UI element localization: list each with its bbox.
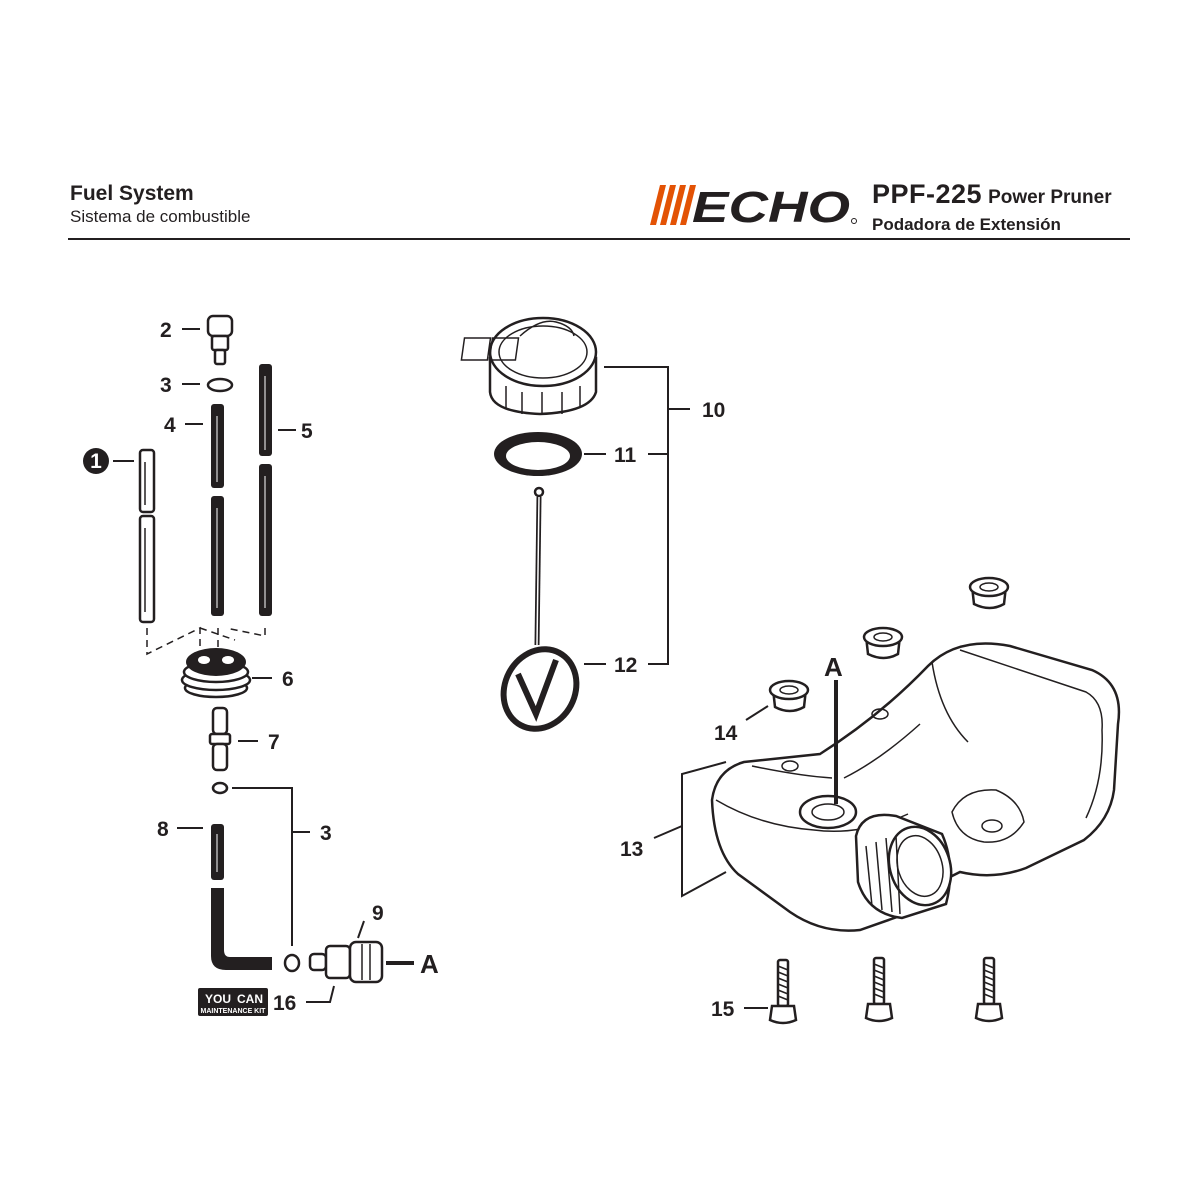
- part-1-clear-line: [138, 448, 156, 624]
- label-15: 15: [711, 998, 735, 1021]
- part-5-return-line: [259, 364, 272, 616]
- label-3-top: 3: [160, 374, 172, 397]
- part-9-fuel-filter: [308, 940, 384, 984]
- label-5: 5: [301, 420, 313, 443]
- part-10-fuel-cap: [460, 316, 598, 416]
- kit-badge-you: YOU: [205, 992, 231, 1006]
- part-3-oring-filter: [283, 953, 301, 973]
- label-8: 8: [157, 818, 169, 841]
- callout-1-circle: [83, 448, 109, 474]
- maintenance-kit-badge: YOU CAN MAINTENANCE KIT: [198, 988, 268, 1016]
- label-A-tank: A: [824, 652, 843, 682]
- brand-wordmark: ECHO: [692, 183, 850, 227]
- part-3-oring-top: [206, 377, 234, 393]
- part-15-screws: [768, 956, 1004, 1025]
- label-4: 4: [164, 414, 176, 437]
- label-12: 12: [614, 654, 637, 677]
- title-block: Fuel System Sistema de combustible: [70, 182, 250, 228]
- part-6-grommet: [180, 648, 252, 699]
- label-13: 13: [620, 838, 643, 861]
- model-name-es: Podadora de Extensión: [872, 215, 1061, 234]
- label-11: 11: [614, 444, 637, 467]
- label-6: 6: [282, 668, 294, 691]
- label-10: 10: [702, 399, 725, 422]
- kit-badge-can: CAN: [237, 992, 263, 1006]
- header-divider: [68, 238, 1130, 240]
- page-title: Fuel System: [70, 182, 194, 205]
- label-3-bottom: 3: [320, 822, 332, 845]
- part-8-fuel-line: [211, 824, 272, 970]
- model-code: PPF-225: [872, 179, 983, 209]
- label-2: 2: [160, 319, 172, 342]
- part-7-fitting: [208, 706, 232, 772]
- label-14: 14: [714, 722, 738, 745]
- label-A-filter: A: [420, 949, 439, 979]
- kit-badge-caption: MAINTENANCE KIT: [201, 1008, 267, 1015]
- label-16: 16: [273, 992, 296, 1015]
- part-2-vent-fitting: [206, 314, 234, 366]
- part-11-gasket: [494, 432, 582, 476]
- model-name-en: Power Pruner: [988, 187, 1112, 208]
- label-9: 9: [372, 902, 384, 925]
- part-12-cap-strap: [500, 486, 580, 732]
- part-4-fuel-line: [211, 404, 224, 616]
- label-1: 1: [90, 450, 102, 473]
- part-3-oring-bottom: [211, 781, 229, 795]
- echo-logo: ECHO: [650, 183, 857, 227]
- label-7: 7: [268, 731, 280, 754]
- part-13-fuel-tank: [710, 642, 1121, 932]
- dashed-leaders: [146, 626, 266, 656]
- part-14-grommets: [768, 576, 1010, 713]
- page-subtitle: Sistema de combustible: [70, 207, 251, 226]
